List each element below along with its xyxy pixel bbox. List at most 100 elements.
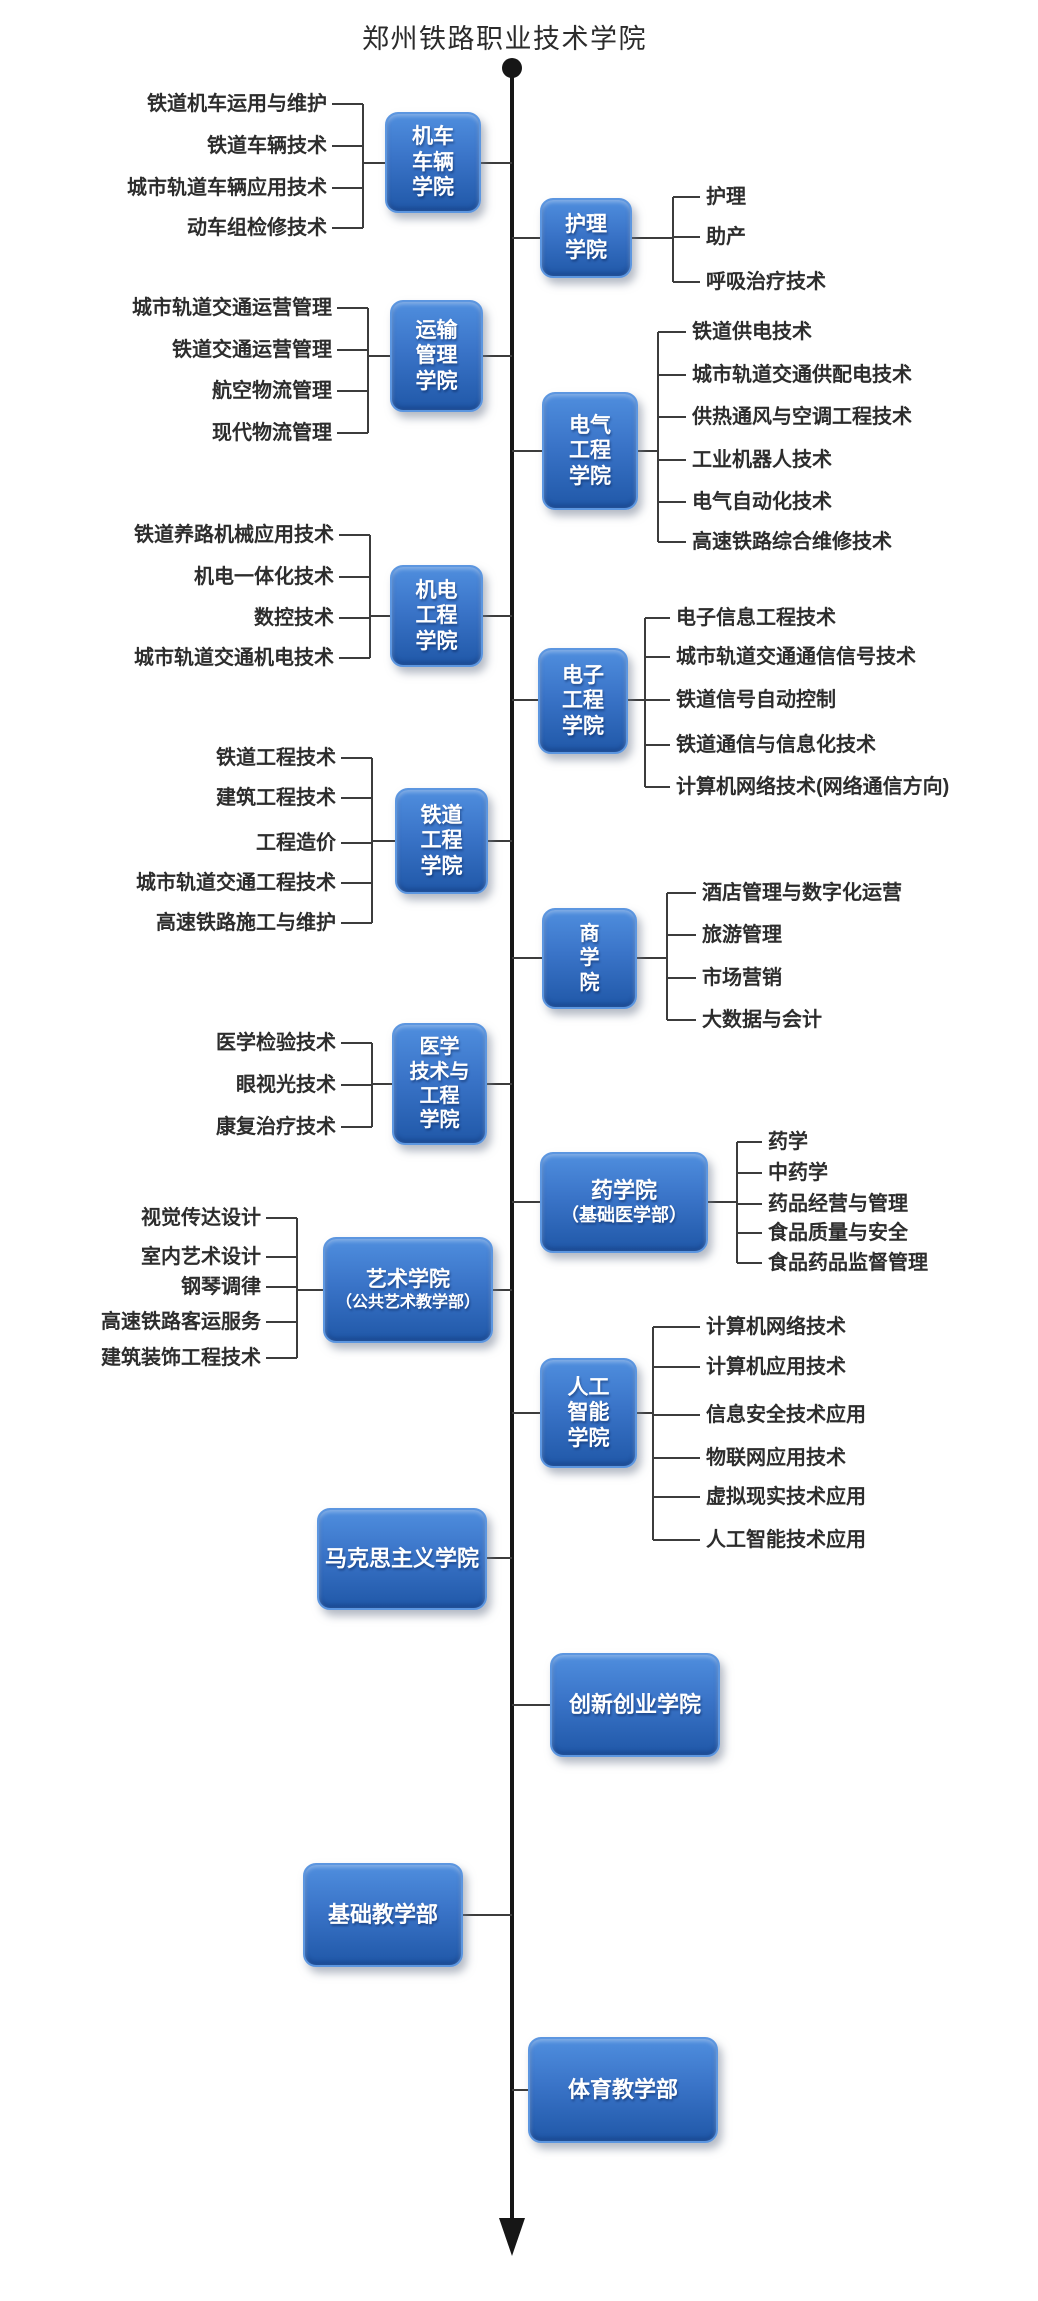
dept-box: 人工智能学院 bbox=[540, 1358, 637, 1468]
dept-box-line: 马克思主义学院 bbox=[324, 1545, 479, 1571]
major-label: 药品经营与管理 bbox=[768, 1193, 908, 1215]
dept-box-line: （公共艺术教学部） bbox=[335, 1294, 480, 1312]
dept-box: 电气工程学院 bbox=[542, 392, 638, 510]
dept-box-line: 药学院 bbox=[590, 1178, 657, 1204]
dept-box-line: 基础教学部 bbox=[327, 1901, 438, 1927]
major-label: 铁道养路机械应用技术 bbox=[134, 524, 334, 546]
dept-box-line: 院 bbox=[579, 971, 600, 994]
major-label: 高速铁路施工与维护 bbox=[156, 912, 336, 934]
dept-box: 护理学院 bbox=[540, 198, 632, 278]
dept-box-line: 工程 bbox=[562, 689, 604, 713]
major-label: 物联网应用技术 bbox=[706, 1447, 846, 1469]
dept-box-line: 工程 bbox=[419, 1085, 460, 1107]
dept-box-line: 电气 bbox=[569, 413, 611, 437]
dept-box-line: 工程 bbox=[420, 829, 463, 853]
dept-box-line: 技术与 bbox=[409, 1060, 470, 1083]
major-label: 铁道车辆技术 bbox=[207, 135, 327, 157]
dept-box-line: 车辆 bbox=[412, 150, 454, 174]
dept-box-line: 商 bbox=[579, 922, 600, 945]
dept-box: 药学院（基础医学部） bbox=[540, 1152, 708, 1253]
major-label: 中药学 bbox=[768, 1162, 828, 1184]
major-label: 铁道供电技术 bbox=[692, 321, 812, 343]
major-label: 铁道信号自动控制 bbox=[676, 689, 836, 711]
major-label: 城市轨道车辆应用技术 bbox=[127, 177, 327, 199]
major-label: 呼吸治疗技术 bbox=[706, 271, 826, 293]
major-label: 旅游管理 bbox=[702, 924, 782, 946]
major-label: 铁道通信与信息化技术 bbox=[676, 734, 876, 756]
dept-box-line: 人工 bbox=[567, 1375, 610, 1399]
major-label: 电子信息工程技术 bbox=[676, 607, 836, 629]
major-label: 城市轨道交通通信信号技术 bbox=[676, 646, 916, 668]
major-label: 供热通风与空调工程技术 bbox=[692, 406, 912, 428]
dept-box-line: 铁道 bbox=[420, 803, 463, 827]
major-label: 计算机网络技术(网络通信方向) bbox=[676, 776, 950, 798]
dept-box-line: 学院 bbox=[420, 854, 463, 878]
dept-box: 机车车辆学院 bbox=[385, 112, 481, 213]
dept-box-line: 学院 bbox=[565, 239, 607, 262]
dept-box: 马克思主义学院 bbox=[317, 1508, 487, 1610]
arrow-down-icon bbox=[499, 2218, 525, 2256]
major-label: 建筑装饰工程技术 bbox=[101, 1347, 261, 1369]
dept-box-line: 学院 bbox=[415, 369, 458, 393]
dept-box: 创新创业学院 bbox=[550, 1653, 720, 1757]
major-label: 动车组检修技术 bbox=[187, 217, 327, 239]
dept-box-line: 管理 bbox=[415, 344, 458, 368]
dept-box: 运输管理学院 bbox=[390, 300, 483, 412]
dept-box: 医学技术与工程学院 bbox=[392, 1023, 487, 1145]
major-label: 电气自动化技术 bbox=[692, 491, 832, 513]
dept-box: 体育教学部 bbox=[528, 2037, 718, 2143]
major-label: 高速铁路客运服务 bbox=[101, 1311, 261, 1333]
top-node-dot bbox=[502, 58, 522, 78]
major-label: 机电一体化技术 bbox=[194, 566, 334, 588]
page-title: 郑州铁路职业技术学院 bbox=[362, 24, 647, 54]
major-label: 工程造价 bbox=[256, 832, 336, 854]
major-label: 酒店管理与数字化运营 bbox=[702, 882, 902, 904]
major-label: 计算机应用技术 bbox=[706, 1356, 846, 1378]
major-label: 护理 bbox=[706, 186, 746, 208]
major-label: 城市轨道交通工程技术 bbox=[136, 872, 336, 894]
major-label: 工业机器人技术 bbox=[692, 449, 832, 471]
dept-box-line: 工程 bbox=[569, 439, 611, 463]
dept-box-line: 体育教学部 bbox=[567, 2076, 678, 2102]
major-label: 城市轨道交通运营管理 bbox=[132, 297, 332, 319]
major-label: 数控技术 bbox=[254, 607, 334, 629]
major-label: 市场营销 bbox=[702, 967, 782, 989]
dept-box-line: 运输 bbox=[415, 318, 458, 342]
major-label: 高速铁路综合维修技术 bbox=[692, 531, 892, 553]
dept-box-line: 医学 bbox=[419, 1036, 460, 1059]
major-label: 建筑工程技术 bbox=[216, 787, 336, 809]
dept-box-line: 机车 bbox=[412, 125, 454, 149]
major-label: 现代物流管理 bbox=[212, 422, 332, 444]
major-label: 人工智能技术应用 bbox=[706, 1529, 866, 1551]
major-label: 医学检验技术 bbox=[216, 1032, 336, 1054]
major-label: 大数据与会计 bbox=[702, 1009, 822, 1031]
major-label: 视觉传达设计 bbox=[141, 1207, 261, 1229]
major-label: 眼视光技术 bbox=[236, 1074, 336, 1096]
major-label: 城市轨道交通机电技术 bbox=[134, 647, 334, 669]
dept-box: 艺术学院（公共艺术教学部） bbox=[323, 1237, 493, 1343]
major-label: 铁道工程技术 bbox=[216, 747, 336, 769]
major-label: 信息安全技术应用 bbox=[706, 1404, 866, 1426]
major-label: 药学 bbox=[768, 1131, 808, 1153]
dept-box-line: 智能 bbox=[567, 1401, 610, 1425]
dept-box-line: 机电 bbox=[415, 578, 458, 602]
dept-box: 电子工程学院 bbox=[538, 648, 628, 754]
dept-box-line: 学院 bbox=[569, 464, 611, 488]
dept-box-line: 学院 bbox=[567, 1426, 610, 1450]
dept-box-line: 学院 bbox=[412, 176, 454, 200]
dept-box-line: （基础医学部） bbox=[561, 1204, 687, 1225]
dept-box: 机电工程学院 bbox=[390, 565, 483, 667]
major-label: 康复治疗技术 bbox=[216, 1116, 336, 1138]
major-label: 城市轨道交通供配电技术 bbox=[692, 364, 912, 386]
major-label: 航空物流管理 bbox=[212, 380, 332, 402]
major-label: 食品药品监督管理 bbox=[768, 1252, 928, 1274]
dept-box-line: 学院 bbox=[415, 629, 458, 653]
major-label: 铁道机车运用与维护 bbox=[147, 93, 327, 115]
major-label: 铁道交通运营管理 bbox=[172, 339, 332, 361]
dept-box-line: 电子 bbox=[562, 663, 604, 687]
major-label: 虚拟现实技术应用 bbox=[706, 1486, 866, 1508]
dept-box-line: 创新创业学院 bbox=[568, 1691, 701, 1717]
major-label: 室内艺术设计 bbox=[141, 1246, 261, 1268]
